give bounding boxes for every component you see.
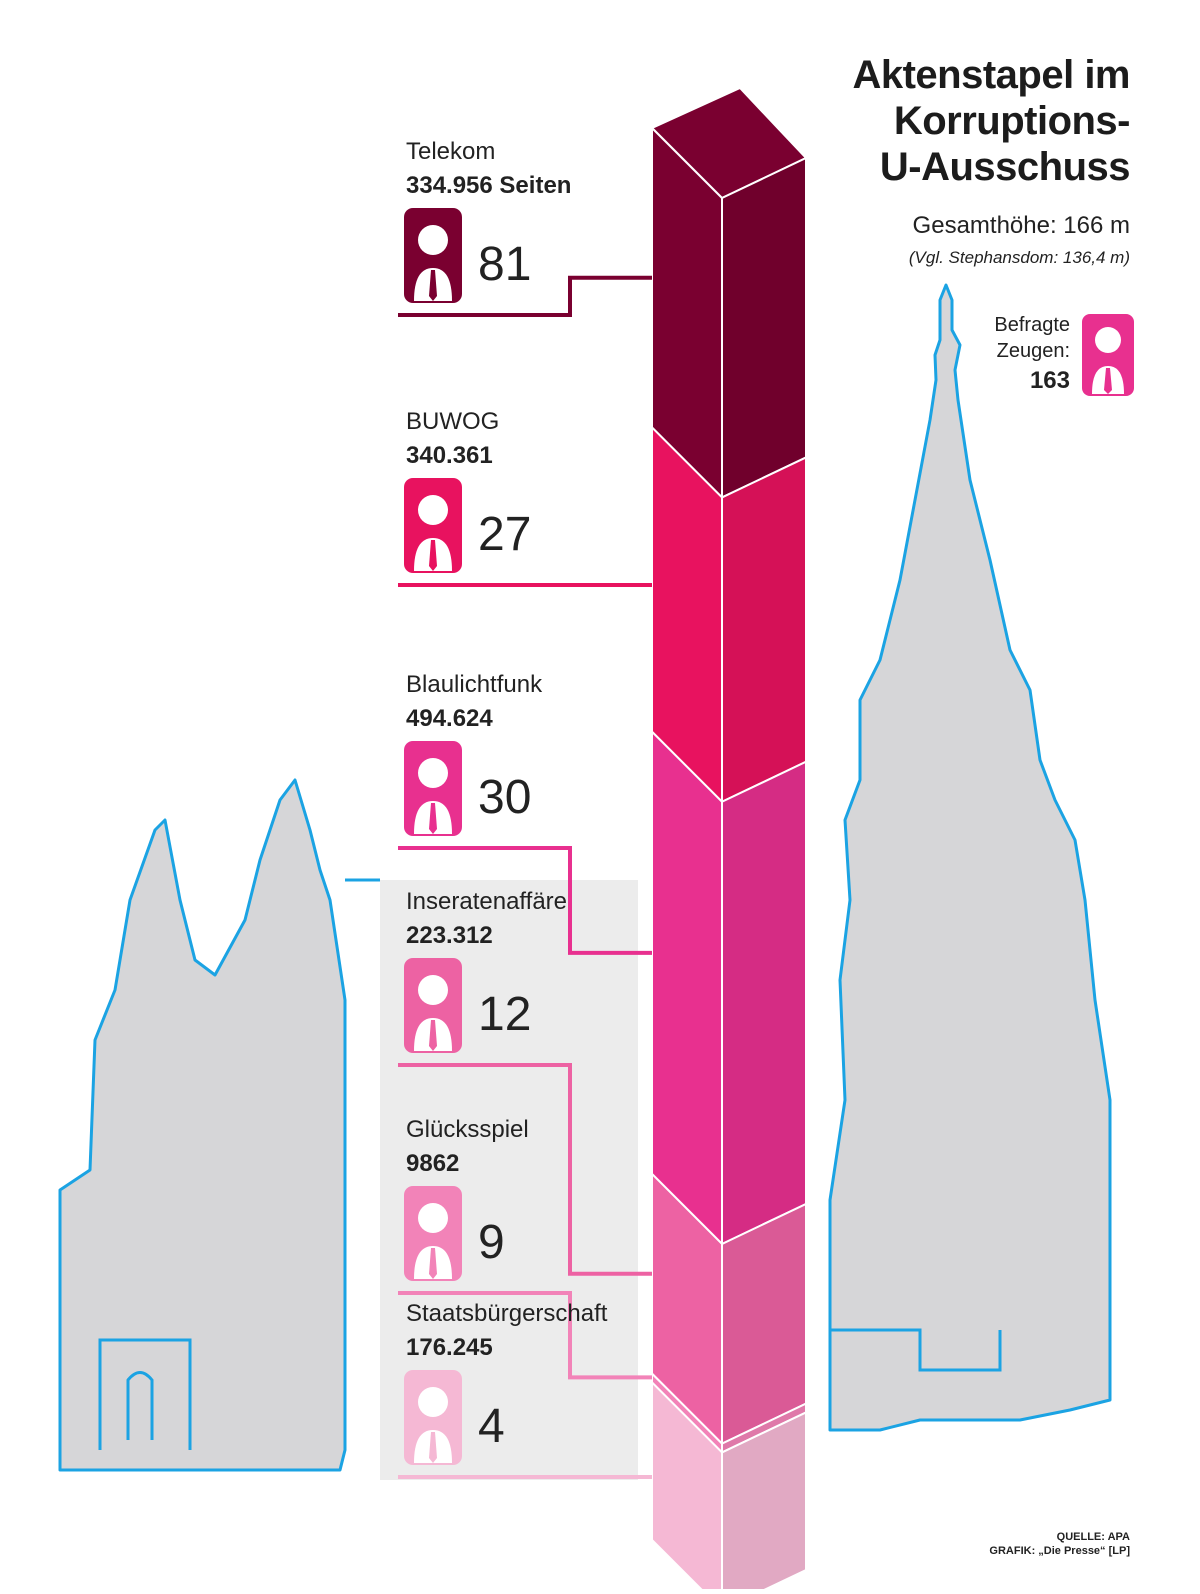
person-icon xyxy=(404,958,462,1053)
category-label-2: BUWOG 340.361 27 xyxy=(398,408,652,587)
category-pages: 176.245 xyxy=(406,1334,493,1361)
person-icon xyxy=(404,478,462,573)
title-line-1: Aktenstapel im xyxy=(852,53,1130,97)
person-icon xyxy=(404,741,462,836)
category-pages: 9862 xyxy=(406,1150,459,1177)
category-witness-count: 30 xyxy=(478,771,531,824)
total-height-label: Gesamthöhe: 166 m xyxy=(912,212,1130,239)
church-silhouette xyxy=(58,778,380,1472)
category-name: Glücksspiel xyxy=(406,1116,529,1143)
witnesses-total-value: 163 xyxy=(1029,367,1070,394)
category-witness-count: 9 xyxy=(478,1216,505,1269)
category-witness-count: 27 xyxy=(478,508,531,561)
person-icon xyxy=(404,1186,462,1281)
category-pages: 340.361 xyxy=(406,442,493,469)
person-icon xyxy=(404,208,462,303)
connector-line xyxy=(398,1291,652,1380)
category-name: Inseratenaffäre xyxy=(406,888,567,915)
connector-line xyxy=(398,846,652,955)
category-label-4: Inseratenaffäre 223.312 12 xyxy=(398,888,652,1276)
stack-segment-3-left-face xyxy=(651,729,723,1247)
category-label-3: Blaulichtfunk 494.624 30 xyxy=(398,671,652,955)
category-pages: 223.312 xyxy=(406,922,493,949)
stack-segment-3-right-face xyxy=(721,760,807,1246)
category-pages: 494.624 xyxy=(406,705,493,732)
stephansdom-silhouette xyxy=(828,283,1112,1432)
title-line-2: Korruptions- xyxy=(893,99,1131,143)
category-witness-count: 81 xyxy=(478,238,531,291)
person-icon xyxy=(404,1370,462,1465)
source-note: QUELLE: APA GRAFIK: „Die Presse“ [LP] xyxy=(989,1530,1130,1558)
source-line-2: GRAFIK: „Die Presse“ [LP] xyxy=(989,1545,1130,1557)
category-label-1: Telekom 334.956 Seiten 81 xyxy=(398,138,652,317)
comparison-label: (Vgl. Stephansdom: 136,4 m) xyxy=(908,248,1130,267)
witnesses-label-line-2: Zeugen: xyxy=(996,340,1070,362)
stack-group xyxy=(650,86,808,1594)
chart-title: Aktenstapel im Korruptions- U-Ausschuss xyxy=(770,52,1130,190)
category-witness-count: 12 xyxy=(478,988,531,1041)
category-name: Staatsbürgerschaft xyxy=(406,1300,608,1327)
connector-line xyxy=(398,1063,652,1276)
witnesses-label-line-1: Befragte xyxy=(994,314,1070,336)
category-witness-count: 4 xyxy=(478,1400,505,1453)
stack-segment-4-right-face xyxy=(721,1202,807,1446)
category-name: BUWOG xyxy=(406,408,499,435)
stack-segment-1-right-face xyxy=(721,156,807,500)
stack-segment-6-right-face xyxy=(721,1410,807,1594)
witnesses-person-icon xyxy=(1082,314,1134,396)
stack-segment-6-left-face xyxy=(651,1380,723,1594)
witnesses-total: Befragte Zeugen: 163 xyxy=(960,312,1070,394)
category-name: Blaulichtfunk xyxy=(406,671,543,698)
category-name: Telekom xyxy=(406,138,495,165)
connector-line xyxy=(398,275,652,317)
stack-segment-2-right-face xyxy=(721,455,807,804)
source-line-1: QUELLE: APA xyxy=(1056,1531,1130,1543)
category-pages: 334.956 Seiten xyxy=(406,172,571,199)
category-label-6: Staatsbürgerschaft 176.245 4 xyxy=(398,1300,652,1479)
title-line-3: U-Ausschuss xyxy=(879,145,1131,189)
category-label-5: Glücksspiel 9862 9 xyxy=(398,1116,652,1380)
